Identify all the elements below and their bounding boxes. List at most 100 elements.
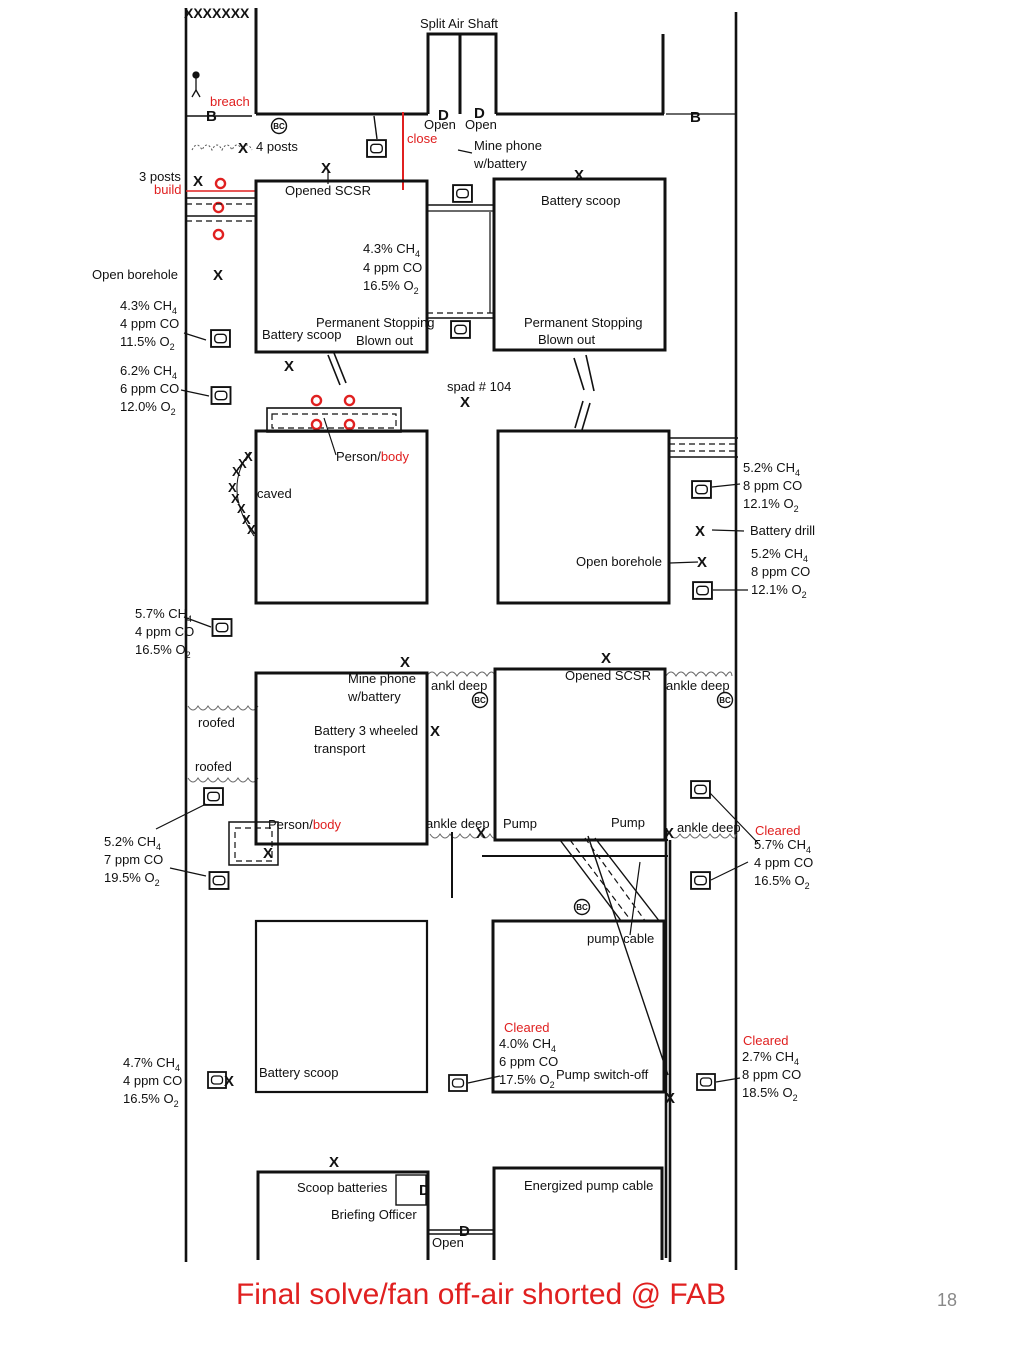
barricade-icon [471, 691, 489, 709]
refuge-box-icon [448, 1074, 468, 1092]
permanent-stopping-label-2: Permanent Stopping [524, 315, 643, 330]
svg-text:18.5% O2: 18.5% O2 [742, 1085, 798, 1103]
ankle-deep-label-1: ankle deep [666, 678, 730, 693]
spad-label: spad # 104 [447, 379, 511, 394]
svg-text:6.2% CH4: 6.2% CH4 [120, 363, 177, 381]
post-icon [310, 394, 323, 407]
body-box-inner [234, 827, 273, 862]
gas-reading-r5: 5.2% CH4 8 ppm CO 12.1% O2 [751, 546, 810, 600]
refuge-box-icon [208, 871, 230, 890]
svg-text:4 ppm CO: 4 ppm CO [754, 855, 813, 870]
barricade-icon [270, 117, 288, 135]
post-icon [343, 394, 356, 407]
four-posts-label: 4 posts [256, 139, 298, 154]
refuge-box-icon [450, 320, 471, 339]
cleared-label-1: Cleared [755, 823, 801, 838]
x-mark: X [263, 845, 273, 862]
svg-text:4.3% CH4: 4.3% CH4 [363, 241, 420, 259]
svg-text:12.1% O2: 12.1% O2 [743, 496, 799, 514]
svg-text:5.2% CH4: 5.2% CH4 [104, 834, 161, 852]
entry-walls [184, 8, 738, 1270]
refuge-box-icon [690, 871, 711, 890]
x-mark: X [400, 654, 410, 671]
top-walls [254, 8, 665, 116]
blown-out-label-1: Blown out [356, 333, 413, 348]
x-mark: X [329, 1154, 339, 1171]
x-mark: X [430, 723, 440, 740]
mine-phone-label-2: Mine phone [348, 671, 416, 686]
build-label: build [154, 182, 181, 197]
scoop-batteries-label: Scoop batteries [297, 1180, 388, 1195]
cleared-label-3: Cleared [743, 1033, 789, 1048]
svg-text:7 ppm CO: 7 ppm CO [104, 852, 163, 867]
svg-text:4.0% CH4: 4.0% CH4 [499, 1036, 556, 1054]
x-mark: X [224, 1073, 234, 1090]
transport-label: transport [314, 741, 366, 756]
post-icon [310, 418, 323, 431]
svg-text:6 ppm CO: 6 ppm CO [120, 381, 179, 396]
svg-text:4 ppm CO: 4 ppm CO [123, 1073, 182, 1088]
x-mark: X [695, 523, 705, 540]
svg-text:16.5% O2: 16.5% O2 [135, 642, 191, 660]
caved-label: caved [257, 486, 292, 501]
pump-lines [451, 832, 669, 1076]
scoop-batteries-box [395, 1174, 427, 1206]
pillar-block [254, 179, 429, 354]
svg-text:16.5% O2: 16.5% O2 [123, 1091, 179, 1109]
bottom-walls [256, 1166, 664, 1260]
gas-reading-r3: 6.2% CH4 6 ppm CO 12.0% O2 [120, 363, 179, 417]
roofed-label-1: roofed [198, 715, 235, 730]
battery-scoop-label-3: Battery scoop [259, 1065, 339, 1080]
refuge-box-icon [696, 1073, 716, 1091]
x-mark: X [321, 160, 331, 177]
door-d-2: D [474, 105, 485, 122]
gas-reading-r2: 4.3% CH4 4 ppm CO 11.5% O2 [120, 298, 179, 352]
pump-label-2: Pump [611, 815, 645, 830]
b-label-left: B [206, 108, 217, 125]
x-mark: X [476, 825, 486, 842]
w-battery-label-2: w/battery [347, 689, 401, 704]
ankle-deep-label-2: ankle deep [426, 816, 490, 831]
gas-reading-r10: 2.7% CH4 8 ppm CO 18.5% O2 [742, 1049, 801, 1103]
breach-label: breach [210, 94, 250, 109]
svg-text:5.7% CH4: 5.7% CH4 [754, 837, 811, 855]
opened-scsr-label-2: Opened SCSR [565, 668, 651, 683]
blown-out-label-2: Blown out [538, 332, 595, 347]
pillar-block [492, 177, 667, 352]
svg-text:X: X [231, 491, 240, 506]
roofed-label-2: roofed [195, 759, 232, 774]
post-icon [212, 228, 225, 241]
water-squiggles [187, 671, 737, 839]
ankl-deep-label: ankl deep [431, 678, 487, 693]
body-box [228, 821, 279, 866]
curtain-squiggle [191, 144, 253, 152]
door-open-1: Open [424, 117, 456, 132]
pump-label-1: Pump [503, 816, 537, 831]
person-icon [191, 71, 201, 98]
gas-reading-r4: 5.2% CH4 8 ppm CO 12.1% O2 [743, 460, 802, 514]
mine-phone-label-top: Mine phone [474, 138, 542, 153]
barricade-icon [716, 691, 734, 709]
cleared-label-2: Cleared [504, 1020, 550, 1035]
overcast-middle [427, 204, 494, 319]
x-mark: X [601, 650, 611, 667]
battery-scoop-label: Battery scoop [541, 193, 621, 208]
refuge-box-icon [210, 329, 231, 348]
open-borehole-label: Open borehole [92, 267, 178, 282]
person-label-1: Person/body [336, 449, 410, 464]
x-mark: X [574, 167, 584, 184]
refuge-box-icon [211, 618, 233, 637]
three-posts-label: 3 posts [139, 169, 181, 184]
pump-cable-label: pump cable [587, 931, 654, 946]
caved-xs: X X X X X X X X [228, 449, 256, 537]
person-label-2: Person/body [268, 817, 342, 832]
refuge-box-icon [692, 581, 713, 600]
svg-text:4 ppm CO: 4 ppm CO [135, 624, 194, 639]
b-label-right: B [690, 109, 701, 126]
gas-reading-r8: 5.7% CH4 4 ppm CO 16.5% O2 [754, 837, 813, 891]
svg-text:4 ppm CO: 4 ppm CO [120, 316, 179, 331]
svg-text:X: X [228, 480, 237, 495]
overcast-inner [271, 413, 397, 429]
blown-stopping-lines [327, 352, 595, 431]
door-open-2: Open [465, 117, 497, 132]
